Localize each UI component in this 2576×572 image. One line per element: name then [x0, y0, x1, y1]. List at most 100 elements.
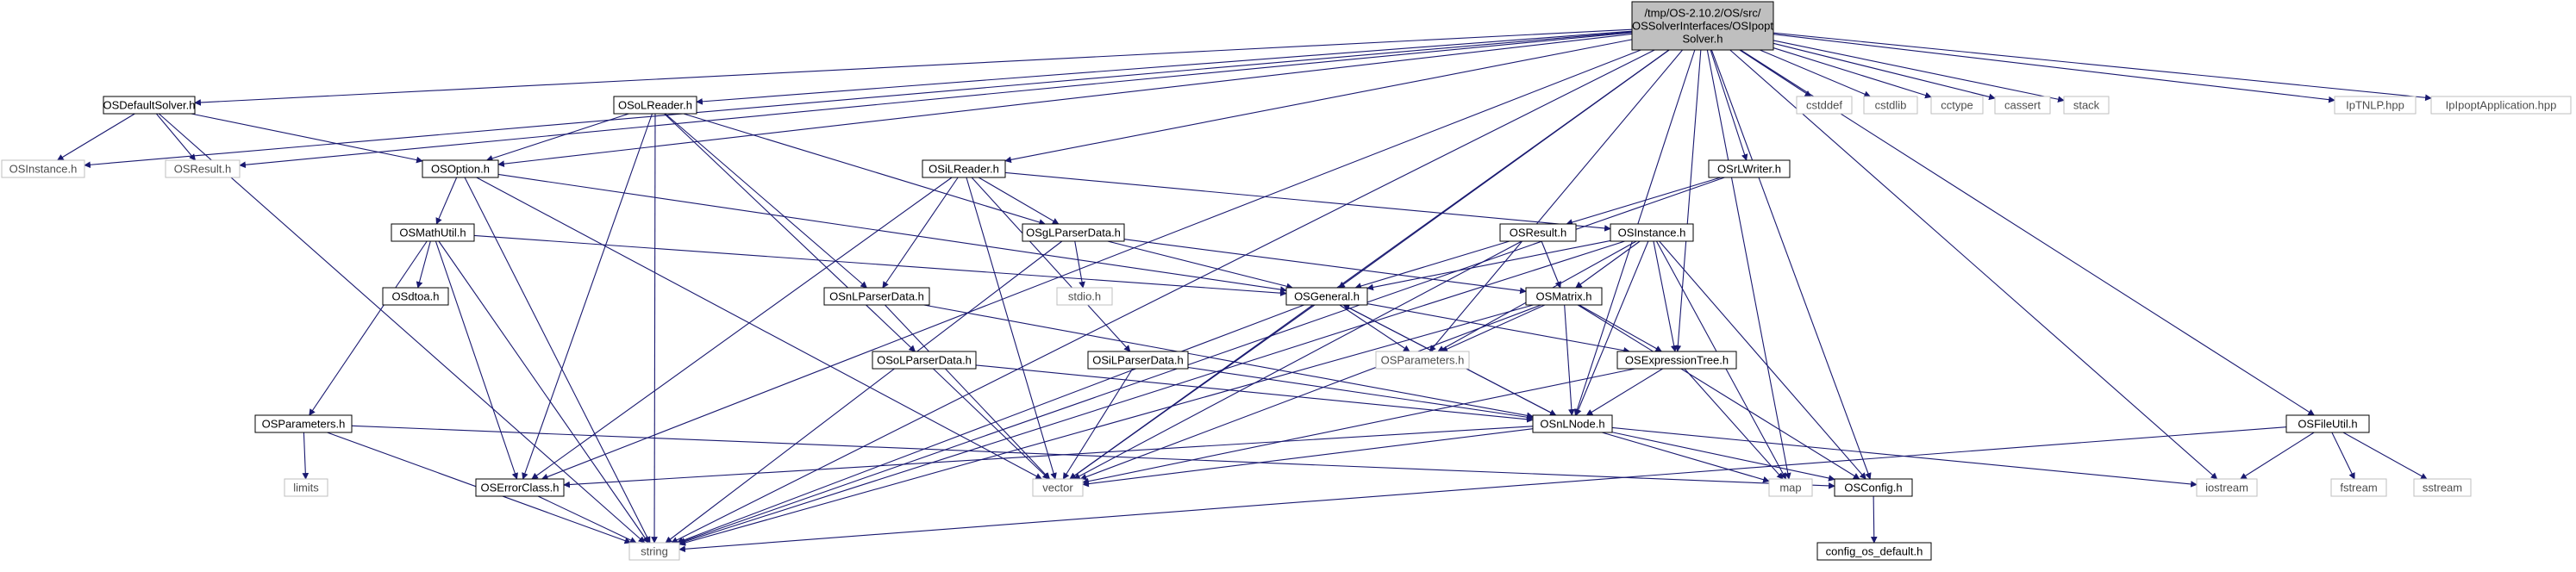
edge-root-to-osrlwriter-h — [1710, 49, 1748, 161]
node-label: cassert — [2004, 99, 2041, 112]
node-osfileutil-h[interactable]: OSFileUtil.h — [2285, 414, 2370, 433]
node-osnlnode-h[interactable]: OSnLNode.h — [1532, 414, 1613, 433]
node-box — [1525, 287, 1603, 306]
node-osoption-h[interactable]: OSOption.h — [422, 159, 499, 178]
node-osdtoa-h[interactable]: OSdtoa.h — [382, 287, 449, 306]
node-box — [1834, 478, 1913, 497]
edge-osfileutil-h-to-fstream — [2331, 432, 2355, 480]
edge-osmatrix-h-to-osconfig-h — [1577, 304, 1860, 480]
node-label: OSnLParserData.h — [829, 290, 924, 303]
edge-root-to-stack — [1773, 40, 2065, 103]
edge-root-to-osdefaultsolver-h — [194, 28, 1633, 106]
node-osexpressiontree-h[interactable]: OSExpressionTree.h — [1616, 351, 1737, 370]
node-osmathutil-h[interactable]: OSMathUtil.h — [391, 223, 475, 242]
node-oserrorclass-h[interactable]: OSErrorClass.h — [475, 478, 565, 497]
node-box — [1285, 287, 1368, 306]
edge-root-to-osparameters-h-ext — [1429, 49, 1683, 352]
node-box — [1087, 351, 1189, 370]
node-stack: stack — [2063, 96, 2110, 115]
edge-osmathutil-h-to-osgeneral-h — [473, 234, 1287, 296]
edge-osolreader-h-to-string — [651, 113, 658, 544]
node-osinstance-h-ext: OSInstance.h — [1, 159, 85, 178]
node-label: IpTNLP.hpp — [2346, 99, 2404, 112]
node-iptnlp-hpp: IpTNLP.hpp — [2334, 96, 2417, 115]
node-osilparserdata-h[interactable]: OSiLParserData.h — [1087, 351, 1189, 370]
edge-osolreader-h-to-oserrorclass-h — [522, 113, 653, 480]
node-box — [2430, 96, 2572, 115]
edge-osmatrix-h-to-vector — [1079, 304, 1541, 481]
node-osilreader-h[interactable]: OSiLReader.h — [922, 159, 1006, 178]
node-label: OSResult.h — [174, 163, 231, 176]
node-box — [922, 159, 1006, 178]
node-box — [2285, 414, 2370, 433]
edge-osolreader-h-to-osnlparserdata-h — [665, 113, 868, 289]
edge-oserrorclass-h-to-string — [537, 495, 637, 544]
node-box — [1375, 351, 1470, 370]
node-osgeneral-h[interactable]: OSGeneral.h — [1285, 287, 1368, 306]
node-label: cctype — [1941, 99, 1973, 112]
node-label: OSGeneral.h — [1294, 290, 1360, 303]
node-limits: limits — [284, 478, 328, 497]
edge-root-to-cassert — [1773, 42, 1996, 101]
node-label: OSExpressionTree.h — [1625, 354, 1729, 367]
node-label: Solver.h — [1683, 33, 1723, 46]
node-box — [1708, 159, 1791, 178]
node-box — [391, 223, 475, 242]
edge-root-to-iptnlp-hpp — [1773, 34, 2335, 103]
edge-osmatrix-h-to-osexpressiontree-h — [1579, 304, 1662, 352]
edge-osnlnode-h-to-map — [1602, 432, 1770, 483]
edge-osoption-h-to-osgeneral-h — [497, 173, 1287, 293]
edges-layer — [56, 28, 2432, 553]
edge-osgeneral-h-to-osexpressiontree-h — [1366, 303, 1630, 354]
edge-osdefaultsolver-h-to-osresult-h-ext — [155, 113, 197, 161]
node-box — [2334, 96, 2417, 115]
node-box — [1616, 351, 1737, 370]
edge-osdefaultsolver-h-to-osinstance-h-ext — [56, 113, 135, 161]
node-osinstance-h[interactable]: OSInstance.h — [1610, 223, 1694, 242]
edge-osfileutil-h-to-string — [678, 426, 2287, 553]
node-label: iostream — [2205, 482, 2248, 494]
node-osparameters-h-ext: OSParameters.h — [1375, 351, 1470, 370]
node-box — [1930, 96, 1984, 115]
node-label: sstream — [2423, 482, 2462, 494]
node-box — [475, 478, 565, 497]
edge-osinstance-h-to-osmatrix-h — [1575, 240, 1641, 289]
edge-osgeneral-h-to-vector — [1069, 304, 1316, 480]
node-osolparserdata-h[interactable]: OSoLParserData.h — [872, 351, 977, 370]
node-osconfig-h[interactable]: OSConfig.h — [1834, 478, 1913, 497]
edge-osmathutil-h-to-osdtoa-h — [416, 240, 431, 289]
node-label: config_os_default.h — [1826, 545, 1923, 558]
node-osolreader-h[interactable]: OSoLReader.h — [613, 96, 697, 115]
edge-osexpressiontree-h-to-map — [1684, 368, 1784, 480]
node-osrlwriter-h[interactable]: OSrLWriter.h — [1708, 159, 1791, 178]
node-osglparserdata-h[interactable]: OSgLParserData.h — [1022, 223, 1125, 242]
node-iostream: iostream — [2196, 478, 2258, 497]
node-box — [1863, 96, 1918, 115]
edge-root-to-cstdlib — [1760, 49, 1872, 97]
edge-osexpressiontree-h-to-vector — [1082, 368, 1635, 485]
edge-osolreader-h-to-osolparserdata-h — [664, 113, 916, 352]
node-cassert: cassert — [1994, 96, 2051, 115]
node-sstream: sstream — [2413, 478, 2472, 497]
node-string: string — [628, 542, 680, 561]
node-box — [2196, 478, 2258, 497]
node-label: fstream — [2340, 482, 2377, 494]
node-osmatrix-h[interactable]: OSMatrix.h — [1525, 287, 1603, 306]
node-config-os-default-h[interactable]: config_os_default.h — [1816, 542, 1932, 561]
edge-root-to-ipipoptapplication-hpp — [1773, 32, 2432, 102]
node-osresult-h[interactable]: OSResult.h — [1499, 223, 1577, 242]
node-box — [1610, 223, 1694, 242]
edge-osmatrix-h-to-osnlnode-h — [1564, 304, 1575, 416]
node-label: OSnLNode.h — [1540, 418, 1604, 431]
node-label: OSInstance.h — [1618, 227, 1686, 239]
edge-osglparserdata-h-to-osmatrix-h — [1123, 239, 1527, 295]
node-osdefaultsolver-h[interactable]: OSDefaultSolver.h — [103, 96, 196, 115]
edge-osolparserdata-h-to-osnlnode-h — [975, 364, 1534, 423]
edge-root-to-osoption-h — [497, 33, 1633, 167]
node-label: OSParameters.h — [262, 418, 346, 431]
node-osnlparserdata-h[interactable]: OSnLParserData.h — [823, 287, 930, 306]
edge-osinstance-h-to-osnlnode-h — [1575, 240, 1649, 416]
edge-osconfig-h-to-config-os-default-h — [1870, 495, 1878, 544]
node-osparameters-h[interactable]: OSParameters.h — [254, 414, 353, 433]
